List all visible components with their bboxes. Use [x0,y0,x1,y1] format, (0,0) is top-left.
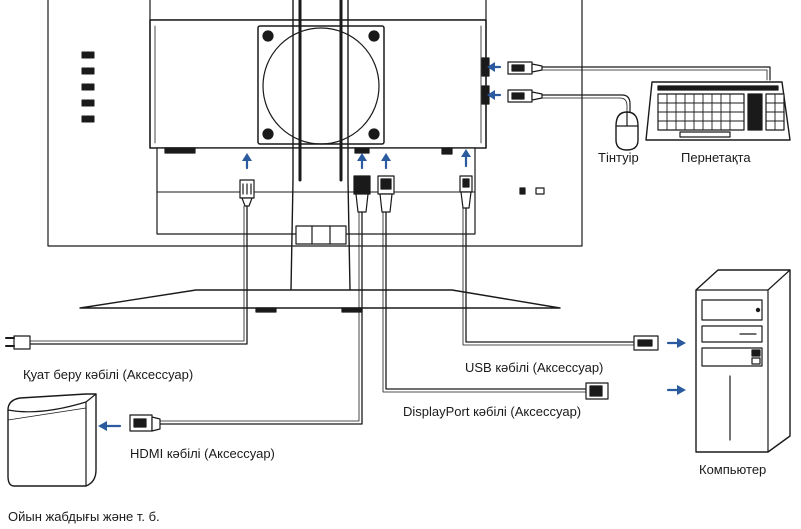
game-console-icon [7,393,97,487]
hdmi-cable-label: HDMI кәбілі (Аксессуар) [130,446,275,461]
usb-cable-label: USB кәбілі (Аксессуар) [465,360,604,375]
mouse-usb-cable [507,89,631,117]
displayport-cable [377,175,609,400]
power-cable [5,179,255,350]
connection-arrows [98,62,686,431]
computer-icon [695,269,791,453]
keyboard-icon [645,81,791,141]
mouse-icon [615,111,639,151]
keyboard-usb-cable [507,61,771,81]
game-console-label: Ойын жабдығы және т. б. [8,509,160,524]
keyboard-label: Пернетақта [681,150,751,165]
hdmi-cable [129,175,371,432]
monitor-back [47,0,583,313]
monitor-vents [81,51,95,123]
computer-label: Компьютер [699,462,767,477]
vesa-screws [262,30,380,140]
usb-cable [459,175,659,351]
power-cable-label: Қуат беру кәбілі (Аксессуар) [23,367,194,382]
mouse-label: Тінтуір [598,150,639,165]
displayport-cable-label: DisplayPort кәбілі (Аксессуар) [403,404,582,419]
